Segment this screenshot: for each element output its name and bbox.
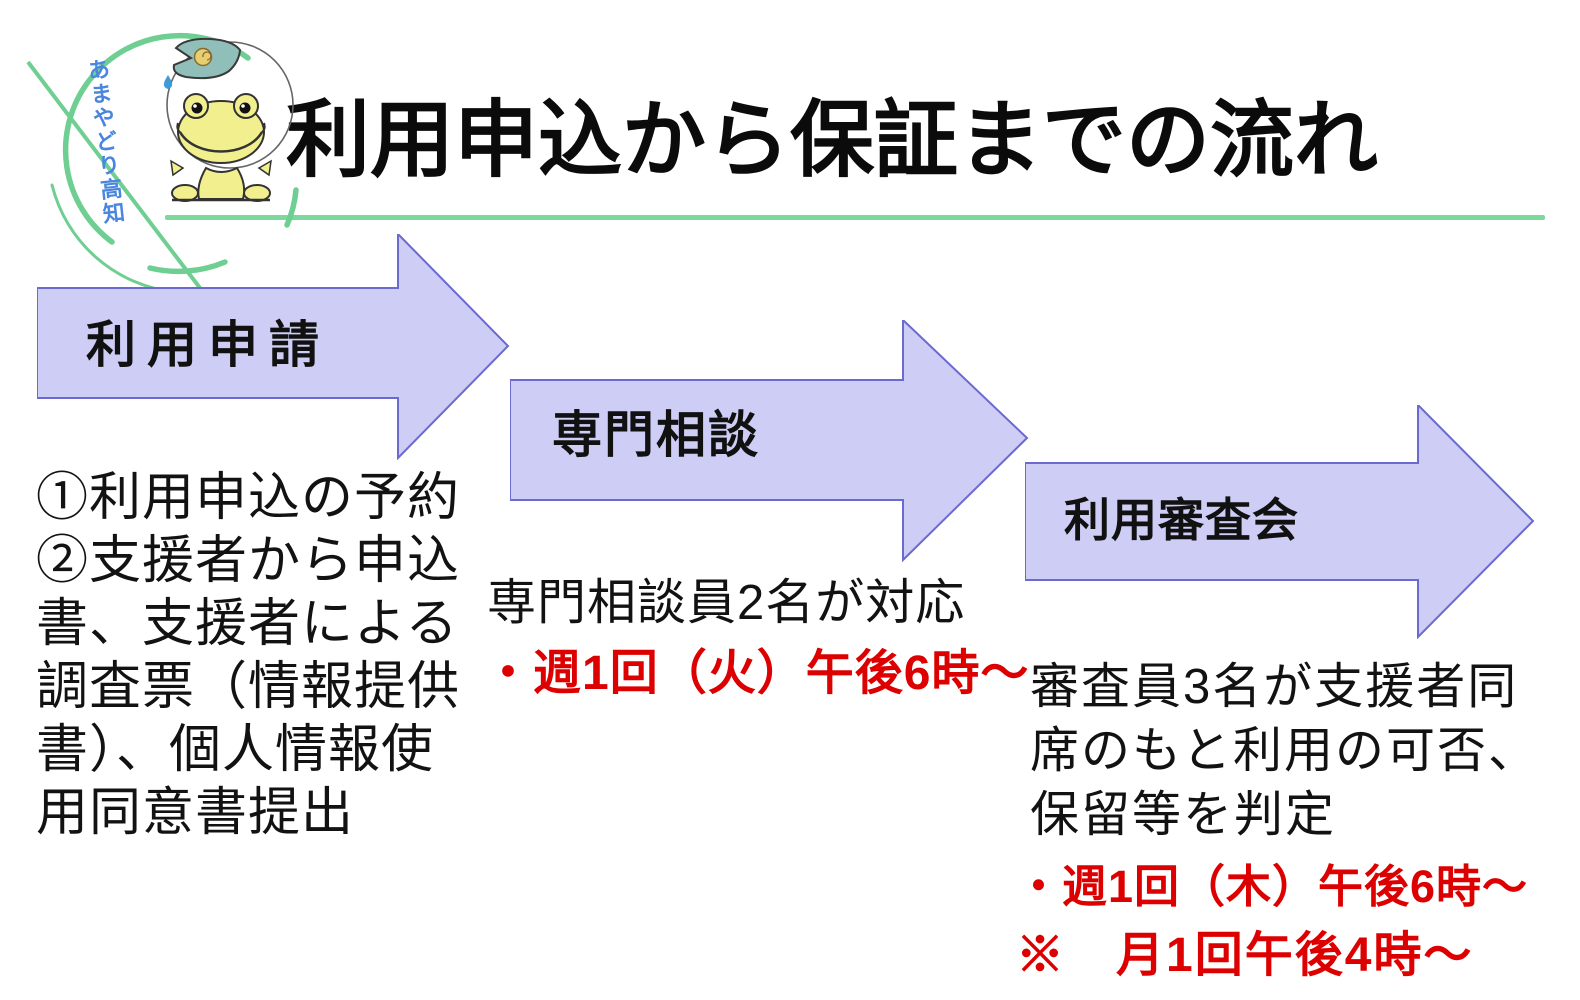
frog-icon: [170, 93, 272, 202]
green-divider-line: [165, 215, 1545, 220]
step3-schedule: ・週1回（木）午後6時～: [1016, 861, 1529, 912]
step-arrow-3: [1025, 405, 1535, 639]
amayadori-kochi-logo: [26, 32, 299, 294]
step-label-riyou-shinsei: 利用申請: [86, 317, 330, 373]
step-arrow-2: [510, 320, 1029, 562]
page-title: 利用申込から保証までの流れ: [286, 93, 1379, 187]
step-label-senmon-soudan: 専門相談: [552, 407, 760, 463]
snail-icon: [193, 47, 213, 67]
arrow-shape-2: [510, 320, 1029, 562]
arrow-shape-1: [37, 234, 510, 460]
step3-description: 審査員3名が支援者同 席のもと利用の可否、 保留等を判定: [1030, 660, 1540, 842]
step-label-riyou-shinsakai: 利用審査会: [1064, 494, 1299, 546]
step1-description: ①利用申込の予約 ②支援者から申込 書、支援者による 調査票（情報提供 書）、個…: [36, 469, 461, 842]
leaf-umbrella-icon: [172, 37, 242, 80]
step-arrow-1: [37, 234, 510, 460]
arrow-shape-3: [1025, 405, 1535, 639]
step2-description: 専門相談員2名が対応: [487, 576, 966, 630]
step2-schedule: ・週1回（火）午後6時～: [484, 647, 1030, 700]
green-diagonal-line: [26, 60, 202, 290]
step3-schedule-note: ※ 月1回午後4時～: [1016, 929, 1474, 982]
raindrop-icon: [163, 75, 173, 89]
